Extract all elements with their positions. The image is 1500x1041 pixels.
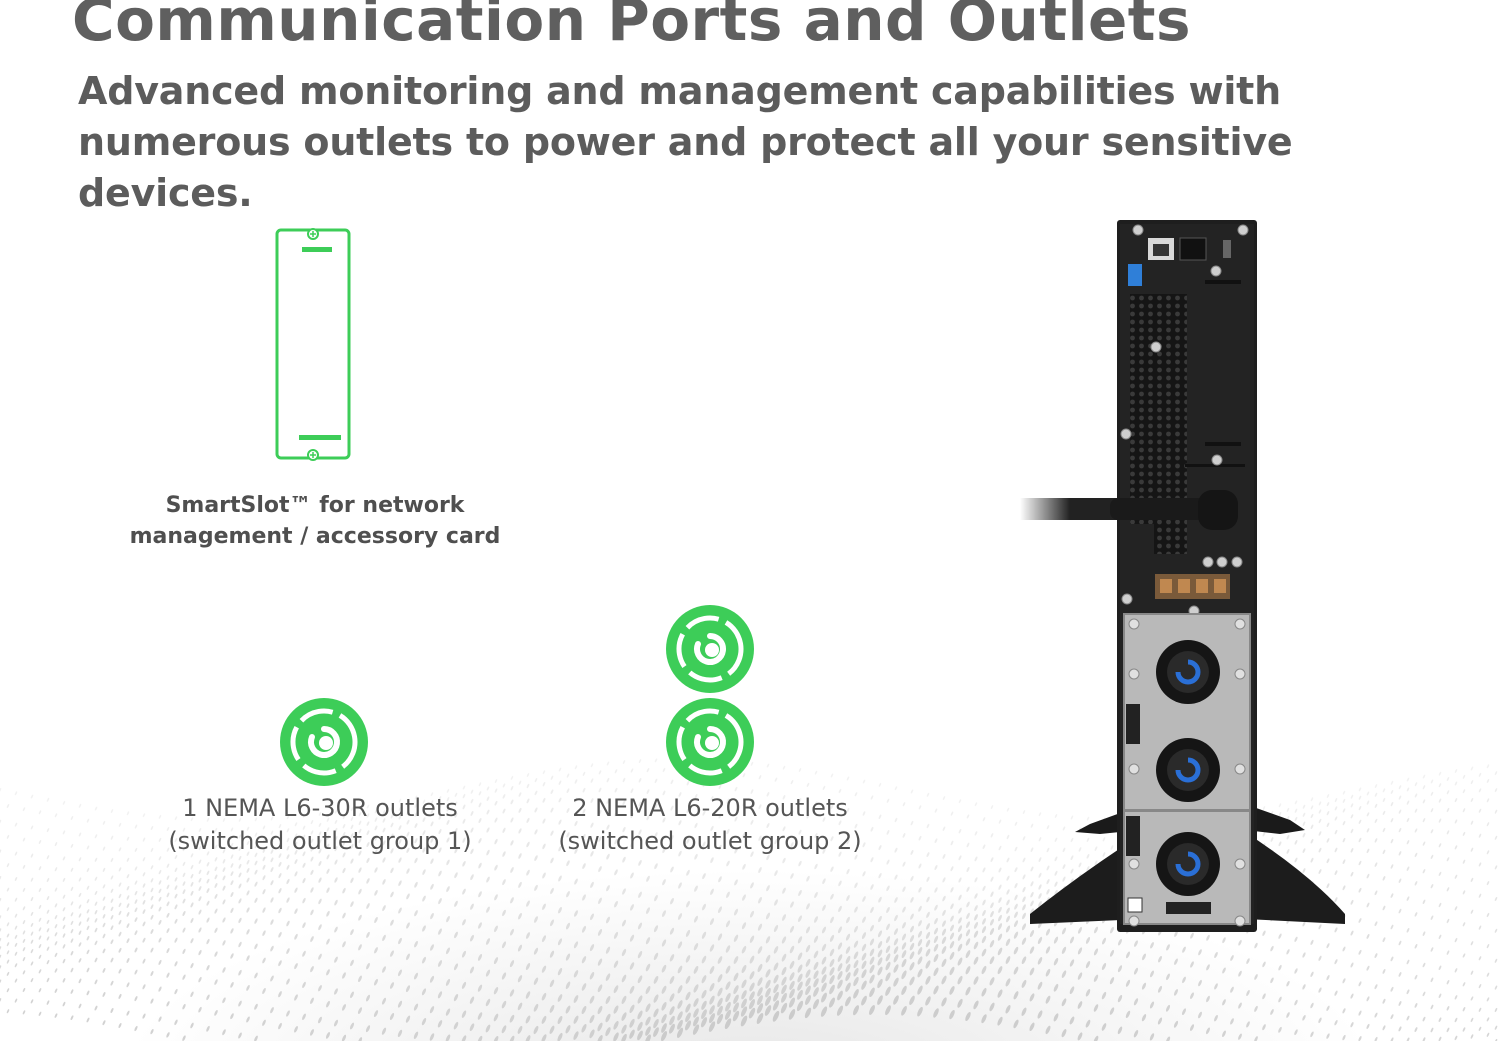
- ups-rear-panel-illustration: [1020, 214, 1360, 943]
- smartslot-caption-line2: management / accessory card: [129, 524, 501, 549]
- l6-30r-caption-line1: 1 NEMA L6-30R outlets: [182, 794, 458, 822]
- nema-l6-30r-outlet-icon: [279, 697, 369, 791]
- page-subtitle: Advanced monitoring and management capab…: [78, 69, 1293, 215]
- ups-outlet-group-2-bottom: [1156, 738, 1220, 802]
- ups-outlet-group-2-top: [1156, 640, 1220, 704]
- l6-20r-caption-line2: (switched outlet group 2): [558, 827, 862, 855]
- page-title: Communication Ports and Outlets: [72, 0, 1192, 54]
- l6-20r-caption-line1: 2 NEMA L6-20R outlets: [572, 794, 848, 822]
- nema-l6-20r-outlet-icon: [665, 604, 755, 698]
- smartslot-caption: SmartSlot™ for network management / acce…: [115, 490, 515, 552]
- smartslot-card-icon: [272, 224, 358, 468]
- smartslot-caption-line1: SmartSlot™ for network: [165, 493, 465, 518]
- nema-l6-20r-outlet-icon: [665, 697, 755, 791]
- l6-30r-caption: 1 NEMA L6-30R outlets (switched outlet g…: [130, 792, 510, 858]
- l6-30r-caption-line2: (switched outlet group 1): [168, 827, 472, 855]
- l6-20r-caption: 2 NEMA L6-20R outlets (switched outlet g…: [520, 792, 900, 858]
- ups-outlet-group-1: [1156, 832, 1220, 896]
